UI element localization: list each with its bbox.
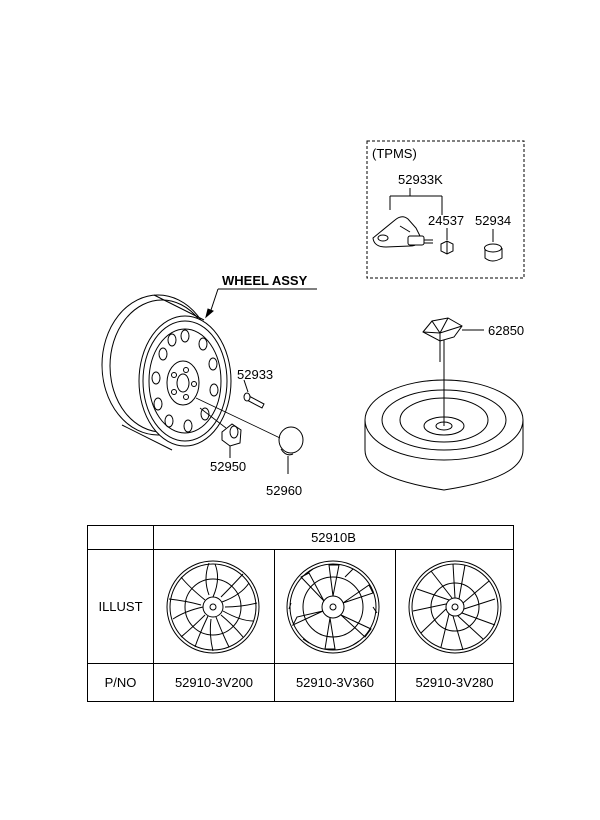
- part-52950-label: 52950: [210, 459, 247, 474]
- illust-cell-3: [395, 549, 514, 664]
- steel-wheel-icon: [101, 294, 232, 451]
- pno-cell-1: 52910-3V200: [153, 663, 275, 702]
- valve-icon: [243, 379, 265, 409]
- table-header-52910B: 52910B: [153, 525, 514, 550]
- center-cap-icon: [195, 397, 304, 474]
- wheel-cover-table: 52910B ILLUST P/NO 52910-3V200 52910-3V3…: [87, 525, 514, 702]
- part-52960-label: 52960: [266, 483, 303, 498]
- table-corner-cell: [87, 525, 154, 550]
- tpms-cap-icon: [484, 243, 503, 262]
- tpms-sensor-icon: [372, 216, 433, 248]
- part-62850-label: 62850: [488, 323, 525, 338]
- part-52933-label: 52933: [237, 367, 274, 382]
- pno-cell-3: 52910-3V280: [395, 663, 514, 702]
- row-label-pno: P/NO: [87, 663, 154, 702]
- tire-holder-icon: [422, 317, 484, 362]
- wheel-assy-title: WHEEL ASSY: [222, 273, 308, 288]
- pno-cell-2: 52910-3V360: [274, 663, 396, 702]
- spare-tire-icon: [364, 340, 524, 491]
- illust-cell-1: [153, 549, 275, 664]
- part-52933K-label: 52933K: [398, 172, 443, 187]
- tpms-leader-lines: [389, 188, 494, 242]
- tpms-nut-icon: [440, 240, 454, 255]
- row-label-illust: ILLUST: [87, 549, 154, 664]
- wheel-nut-icon: [199, 407, 242, 458]
- illust-cell-2: [274, 549, 396, 664]
- tpms-title: (TPMS): [372, 146, 417, 161]
- part-24537-label: 24537: [428, 213, 465, 228]
- tpms-box: [366, 140, 525, 279]
- part-52934-label: 52934: [475, 213, 512, 228]
